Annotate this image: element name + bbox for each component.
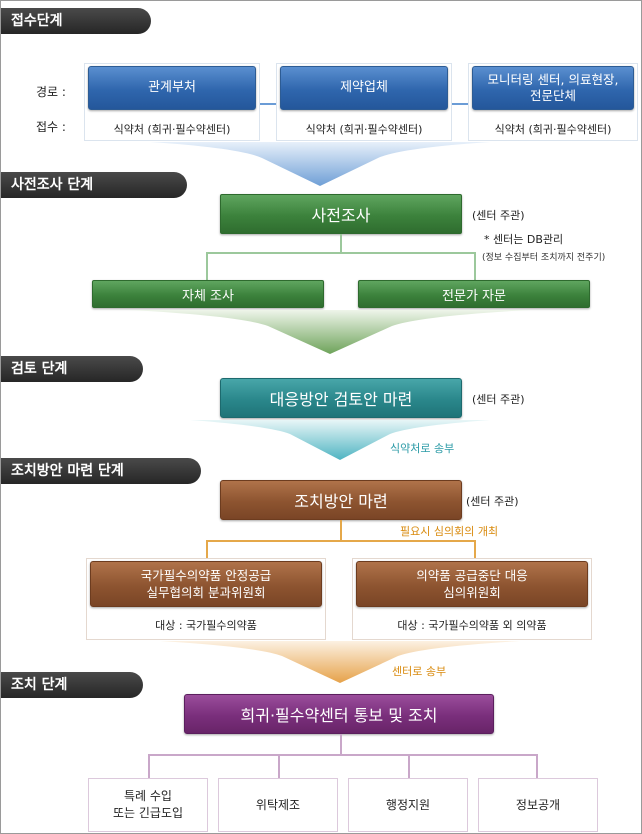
receive-label: 접수 : [36,120,66,134]
source-box-ministry: 관계부처 [88,66,256,110]
connector [148,754,150,778]
review-plan-box: 대응방안 검토안 마련 [220,378,462,418]
connector [340,234,342,252]
committee-box-supply: 의약품 공급중단 대응 심의위원회 [356,561,588,607]
stage-header-action: 조치 단계 [1,672,143,698]
connector [474,540,476,560]
committee-target: 대상 : 국가필수의약품 [155,619,257,632]
source-receiver: 식약처 (희귀·필수약센터) [305,123,423,136]
action-item-info-disclosure: 정보공개 [478,778,598,832]
notify-action-box: 희귀·필수약센터 통보 및 조치 [184,694,494,734]
connector [206,540,476,542]
expert-advice-box: 전문가 자문 [358,280,590,308]
source-receiver: 식약처 (희귀·필수약센터) [494,123,612,136]
self-investigation-box: 자체 조사 [92,280,324,308]
connector [340,520,342,540]
connector [474,252,476,280]
connector [206,252,208,280]
down-arrow-teal [190,420,490,460]
pre-investigation-box: 사전조사 [220,194,462,234]
send-to-center-note: 센터로 송부 [392,665,447,678]
stage-header-plan: 조치방안 마련 단계 [1,458,201,484]
db-subnote: (정보 수집부터 조치까지 전주기) [482,253,606,263]
stage-header-intake: 접수단계 [1,8,151,34]
down-arrow-blue [150,142,490,186]
send-to-mfds-note: 식약처로 송부 [390,442,455,455]
stage-header-review: 검토 단계 [1,356,143,382]
pre-note: (센터 주관) [472,209,525,222]
committee-note: 필요시 심의회의 개최 [400,525,499,538]
connector [408,754,410,778]
connector [148,754,538,756]
source-box-pharma: 제약업체 [280,66,448,110]
connector [278,754,280,778]
action-item-special-import: 특례 수입 또는 긴급도입 [88,778,208,832]
source-connector [258,103,282,105]
action-plan-box: 조치방안 마련 [220,480,462,520]
source-receiver: 식약처 (희귀·필수약센터) [113,123,231,136]
action-item-contract-manufacturing: 위탁제조 [218,778,338,832]
connector [206,252,476,254]
down-arrow-orange [160,641,520,683]
action-item-admin-support: 행정지원 [348,778,468,832]
db-note: * 센터는 DB관리 [484,233,564,246]
committee-box-essential: 국가필수의약품 안정공급 실무협의회 분과위원회 [90,561,322,607]
plan-note: (센터 주관) [466,495,519,508]
source-box-monitoring: 모니터링 센터, 의료현장, 전문단체 [472,66,634,110]
stage-header-pre: 사전조사 단계 [1,172,187,198]
connector [206,540,208,560]
source-connector [450,103,474,105]
review-note: (센터 주관) [472,393,525,406]
down-arrow-green [130,310,530,354]
connector [536,754,538,778]
committee-target: 대상 : 국가필수의약품 외 의약품 [397,619,547,632]
connector [340,734,342,754]
route-label: 경로 : [36,85,66,99]
